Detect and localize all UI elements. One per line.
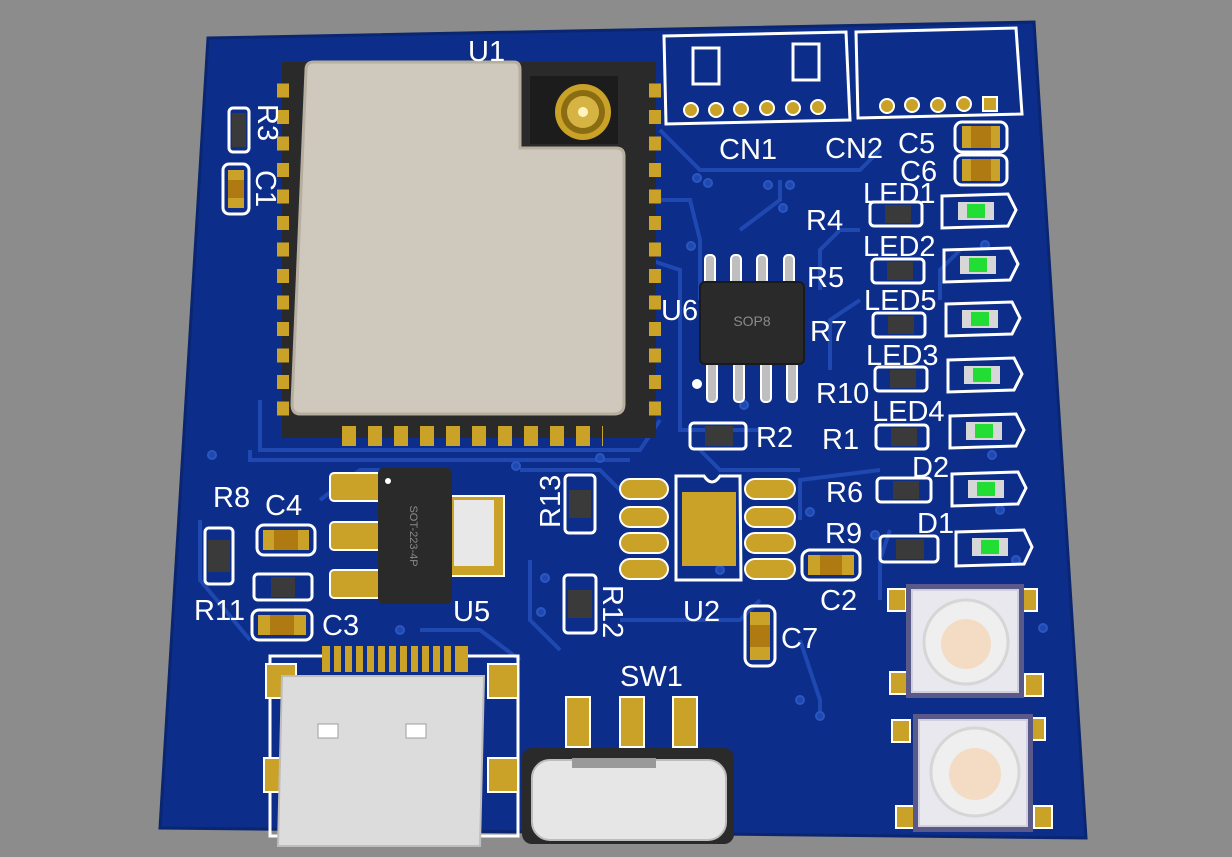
label-r4: R4 xyxy=(806,205,843,237)
u5-marking: SOT-223-4P xyxy=(407,505,419,566)
label-r2: R2 xyxy=(756,422,793,454)
label-c4: C4 xyxy=(265,490,302,522)
resistor-column xyxy=(688,200,940,564)
u1-wifi-module xyxy=(277,60,661,446)
label-r6: R6 xyxy=(826,477,863,509)
label-u5: U5 xyxy=(453,596,490,628)
label-sw1: SW1 xyxy=(620,661,683,693)
cn1-pins xyxy=(683,99,826,118)
label-r3: R3 xyxy=(251,104,283,141)
c7-capacitor xyxy=(743,604,777,668)
label-r1: R1 xyxy=(822,424,859,456)
label-c2: C2 xyxy=(820,585,857,617)
r4-resistor xyxy=(868,200,924,228)
label-d1: D1 xyxy=(917,508,954,540)
c6-capacitor xyxy=(953,153,1009,187)
label-led1: LED1 xyxy=(863,178,936,210)
tactile-button-icon xyxy=(887,584,1044,698)
r8-resistor xyxy=(203,526,235,586)
c4-capacitor xyxy=(255,523,317,557)
label-u1: U1 xyxy=(468,36,505,68)
d2-led xyxy=(950,470,1028,508)
usb-c-connector-icon xyxy=(263,646,520,847)
label-c6: C6 xyxy=(900,156,937,188)
label-r12: R12 xyxy=(596,585,628,638)
c1-capacitor xyxy=(221,162,251,216)
u6-sop8-chip: SOP8 xyxy=(692,254,805,403)
r6-resistor xyxy=(875,476,933,504)
r7-resistor xyxy=(871,311,927,339)
led4 xyxy=(948,412,1026,450)
r12-resistor xyxy=(562,573,598,635)
label-c5: C5 xyxy=(898,128,935,160)
label-r8: R8 xyxy=(213,482,250,514)
r13-resistor xyxy=(563,473,597,535)
label-u6: U6 xyxy=(661,295,698,327)
label-d2: D2 xyxy=(912,452,949,484)
label-r10: R10 xyxy=(816,378,869,410)
r2-resistor xyxy=(688,421,748,451)
led2 xyxy=(942,246,1020,284)
label-c3: C3 xyxy=(322,610,359,642)
label-led5: LED5 xyxy=(864,285,937,317)
d1-diode xyxy=(878,534,940,564)
u5-regulator: SOT-223-4P xyxy=(329,468,505,604)
sw1-slide-switch xyxy=(522,696,734,844)
r3-resistor xyxy=(227,106,251,154)
tactile-button-icon xyxy=(891,714,1053,832)
r11-resistor xyxy=(252,572,314,602)
c3-capacitor xyxy=(250,608,314,642)
label-u2: U2 xyxy=(683,596,720,628)
label-c1: C1 xyxy=(249,170,281,207)
label-c7: C7 xyxy=(781,623,818,655)
label-led4: LED4 xyxy=(872,396,945,428)
c2-capacitor xyxy=(800,548,862,582)
label-r11: R11 xyxy=(194,595,245,627)
u6-marking: SOP8 xyxy=(733,313,771,329)
cn2-pins xyxy=(879,96,998,114)
silkscreen-labels: U1 CN1 CN2 C5 C6 LED1 R4 LED2 R5 LED5 R7… xyxy=(194,36,954,693)
label-cn1: CN1 xyxy=(719,134,777,166)
cn1-connector xyxy=(662,30,852,126)
rf-shield-can xyxy=(290,60,626,416)
led3 xyxy=(946,356,1024,394)
u2-chip-footprint xyxy=(619,474,796,582)
label-r13: R13 xyxy=(535,475,567,528)
label-r9: R9 xyxy=(825,518,862,550)
r5-resistor xyxy=(870,257,926,285)
r10-resistor xyxy=(873,365,929,393)
d1-led xyxy=(954,528,1034,568)
cn2-connector xyxy=(854,26,1024,120)
label-r7: R7 xyxy=(810,316,847,348)
r1-resistor xyxy=(874,423,930,451)
label-led2: LED2 xyxy=(863,231,936,263)
c5-capacitor xyxy=(953,120,1009,154)
label-cn2: CN2 xyxy=(825,133,883,165)
led1 xyxy=(940,192,1018,230)
led5 xyxy=(944,300,1022,338)
label-led3: LED3 xyxy=(866,340,939,372)
label-r5: R5 xyxy=(807,262,844,294)
antenna-connector-icon xyxy=(555,84,611,140)
led-column xyxy=(940,192,1034,568)
